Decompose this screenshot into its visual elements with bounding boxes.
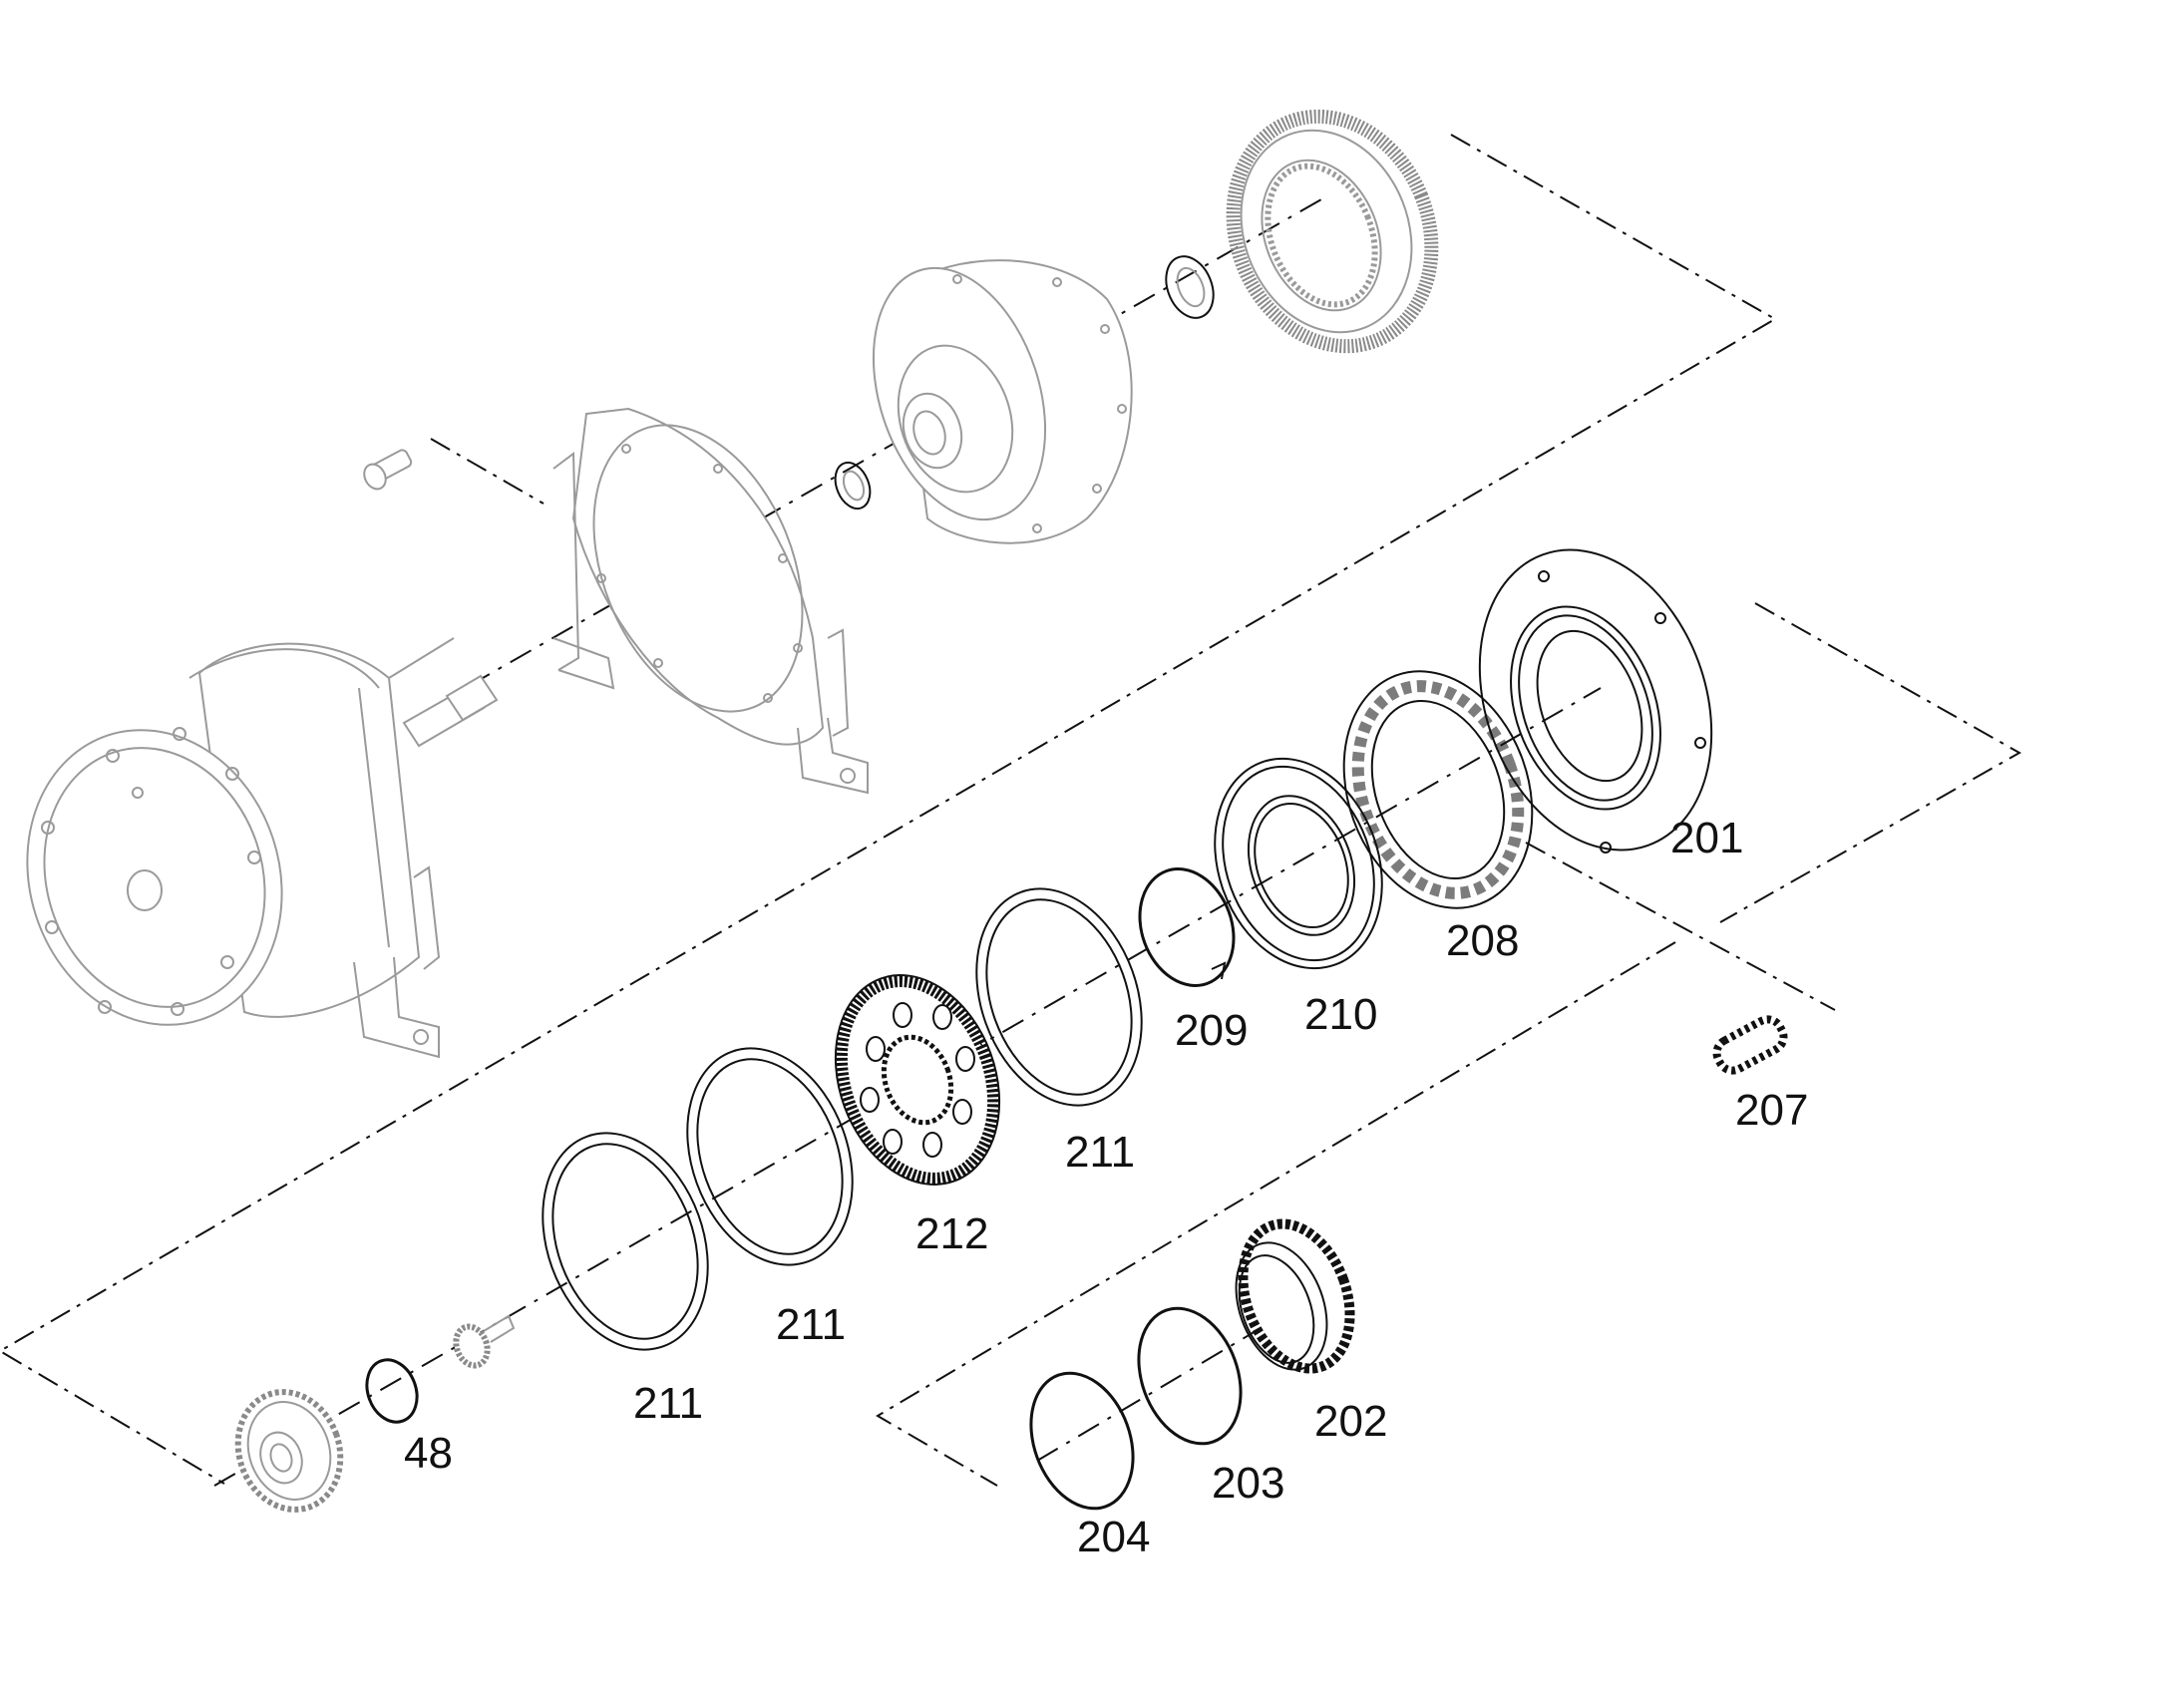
callout-labels: 201 202 203 204 207 208 209 210 211 211 …	[404, 814, 1808, 1561]
planet-carrier	[234, 1389, 344, 1513]
part-208-spring-plate	[1342, 670, 1534, 909]
callout-212: 212	[915, 1209, 988, 1258]
seal-ring-inner	[842, 470, 866, 502]
shaft-spline	[445, 674, 499, 722]
drum-hub	[897, 344, 1014, 494]
leader-upper-group	[0, 134, 1778, 1485]
callout-207: 207	[1735, 1086, 1808, 1135]
sun-gear-shaft	[483, 1314, 516, 1343]
internal-ring-gear	[1226, 109, 1439, 354]
bracket-bore	[592, 424, 804, 713]
carrier-hub	[259, 1431, 303, 1485]
callout-48: 48	[404, 1429, 453, 1478]
callout-210: 210	[1304, 990, 1377, 1039]
callout-204: 204	[1077, 1513, 1150, 1561]
housing-rim-top	[188, 648, 380, 689]
part-210-piston	[1214, 757, 1383, 970]
adapter-bracket	[552, 407, 869, 795]
ring-gear-teeth	[1226, 109, 1439, 354]
drum-hub-center	[912, 410, 946, 456]
seal-ring-small	[834, 461, 872, 511]
carrier-bore	[269, 1443, 293, 1473]
assembly-leader-lines	[0, 134, 2022, 1487]
ring-gear-inner-teeth	[1265, 163, 1378, 308]
cap-screw	[363, 449, 413, 491]
leader-201-group	[1719, 602, 2022, 923]
part-212-lined-disc	[834, 974, 1001, 1186]
bracket-bolt-holes	[596, 444, 803, 703]
callout-202: 202	[1314, 1397, 1387, 1446]
leader-screw	[430, 438, 545, 505]
part-204-seal-ring	[1029, 1371, 1135, 1511]
part-211-disc-left	[542, 1132, 709, 1351]
sun-gear	[453, 1314, 516, 1369]
bracket-right-foot	[797, 717, 869, 795]
callout-211-middle: 211	[776, 1300, 846, 1349]
callout-209: 209	[1175, 1006, 1248, 1055]
seal-ring-medium-outer	[1165, 255, 1215, 319]
bracket-right-plate	[827, 628, 850, 737]
housing-foot-hole	[413, 1029, 429, 1045]
bracket-foot-hole	[840, 768, 856, 784]
part-202-piston	[1235, 1218, 1355, 1374]
axis-lower	[1036, 1285, 1332, 1462]
part-211-disc-middle	[686, 1047, 854, 1266]
numbered-parts	[365, 548, 1788, 1511]
housing-bolts	[41, 727, 261, 1016]
callout-208: 208	[1446, 916, 1519, 965]
bracket-side	[552, 452, 580, 671]
part-201-cover	[1478, 548, 1713, 854]
part-48-o-ring	[365, 1358, 419, 1424]
bracket-plate	[571, 407, 825, 746]
callout-201: 201	[1670, 814, 1743, 862]
housing-end-cover-inner	[43, 747, 266, 1008]
ring-gear-inner	[1261, 159, 1382, 312]
part-209-snap-ring	[1138, 867, 1236, 987]
drum-bolts	[952, 274, 1127, 533]
part-203-seal-ring	[1137, 1306, 1243, 1446]
gearbox-housing	[26, 637, 455, 1059]
ghost-components	[26, 109, 1439, 1513]
callout-211-right: 211	[1065, 1128, 1135, 1177]
callout-211-left: 211	[633, 1379, 703, 1428]
part-211-disc-right	[975, 887, 1143, 1107]
leader-lower-group	[876, 941, 1676, 1487]
screw-head	[363, 463, 387, 491]
seal-ring-medium	[1165, 255, 1215, 319]
sun-gear-teeth	[453, 1323, 491, 1369]
housing-seam	[358, 687, 390, 948]
housing-foot-plate	[413, 865, 441, 970]
housing-flange	[388, 637, 455, 679]
housing-center-bore	[127, 869, 163, 911]
seal-ring-outer	[834, 461, 872, 511]
housing-end-cover	[26, 729, 283, 1026]
carrier-face	[246, 1401, 332, 1501]
bracket-left-foot	[552, 637, 615, 690]
output-shaft	[402, 674, 499, 748]
drum-hub-bore	[902, 392, 963, 470]
housing-foot	[353, 956, 440, 1059]
ring-gear-outer	[1240, 129, 1413, 334]
brake-drum	[872, 259, 1133, 544]
leader-207	[1525, 842, 1836, 1011]
part-207-spring	[1712, 1015, 1788, 1075]
callout-203: 203	[1212, 1459, 1284, 1508]
seal-ring-medium-inner	[1176, 266, 1206, 308]
